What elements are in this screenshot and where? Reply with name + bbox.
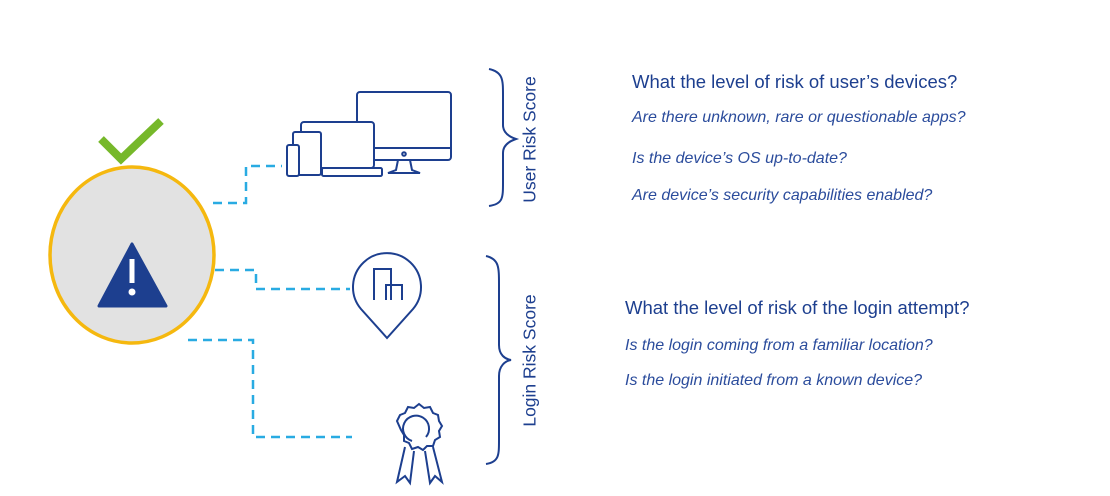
connector-location	[215, 268, 350, 291]
user-risk-score-label: User Risk Score	[519, 76, 540, 203]
checkmark-icon	[98, 118, 164, 165]
devices-icon	[286, 91, 452, 177]
login-risk-score-label: Login Risk Score	[519, 294, 540, 427]
login-score-brace	[485, 255, 512, 465]
user-question: Are device’s security capabilities enabl…	[632, 187, 933, 204]
user-question: Is the device’s OS up-to-date?	[632, 150, 847, 167]
location-pin-icon	[352, 252, 422, 340]
award-ribbon-icon	[395, 402, 444, 486]
connector-lines	[188, 164, 352, 439]
login-question: Is the login initiated from a known devi…	[625, 372, 923, 389]
login-attempt-heading: What the level of risk of the login atte…	[625, 297, 970, 318]
status-circle	[48, 118, 216, 345]
login-question: Is the login coming from a familiar loca…	[625, 337, 933, 354]
connector-devices	[213, 164, 282, 205]
user-score-brace	[488, 68, 520, 207]
user-question: Are there unknown, rare or questionable …	[632, 109, 966, 126]
warning-icon	[97, 242, 168, 308]
user-devices-heading: What the level of risk of user’s devices…	[632, 71, 958, 92]
connector-award	[188, 338, 352, 439]
